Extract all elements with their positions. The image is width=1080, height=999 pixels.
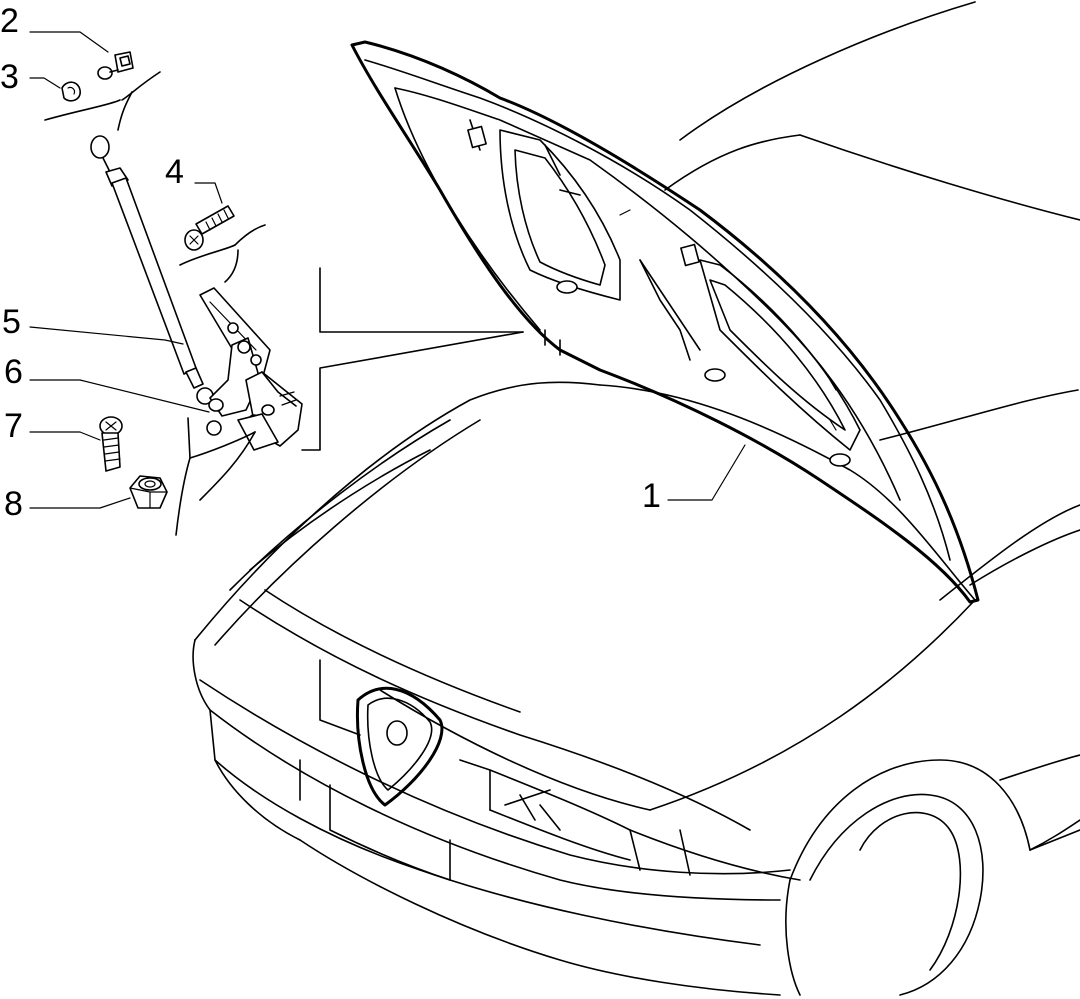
front-grille-shield xyxy=(356,686,444,807)
callout-7: 7 xyxy=(4,407,23,445)
hinge-mount-line-4 xyxy=(199,431,256,501)
body-edge-line-3 xyxy=(117,91,133,131)
callout-2: 2 xyxy=(0,2,19,40)
washer-part xyxy=(61,81,81,102)
callout-4: 4 xyxy=(165,153,184,191)
body-edge-line-2 xyxy=(121,71,161,101)
callout-8: 8 xyxy=(4,485,23,523)
callout-6: 6 xyxy=(4,353,23,391)
hinge-mount-line-2 xyxy=(189,431,256,459)
leader-lines xyxy=(29,31,746,509)
bonnet-panel xyxy=(350,40,980,604)
bracket-edge-line xyxy=(179,244,236,266)
body-edge-line xyxy=(44,99,121,121)
bracket-edge-line-2 xyxy=(234,224,266,246)
bolt-part xyxy=(99,416,123,472)
nut-part xyxy=(129,475,168,509)
callout-3: 3 xyxy=(0,58,19,96)
callout-5: 5 xyxy=(2,303,21,341)
callout-labels: 2 3 4 5 6 7 8 1 xyxy=(0,2,661,523)
detail-pointer xyxy=(301,267,524,451)
hinge-part xyxy=(199,287,303,451)
car-body xyxy=(192,1,1080,996)
ball-stud-part xyxy=(97,51,134,80)
gas-spring-part xyxy=(90,135,214,405)
hinge-mount-line xyxy=(187,417,191,459)
bracket-edge-line-3 xyxy=(224,249,239,283)
hinge-screw-part xyxy=(184,205,235,251)
hinge-mount-line-3 xyxy=(175,457,191,536)
callout-1: 1 xyxy=(642,477,661,515)
